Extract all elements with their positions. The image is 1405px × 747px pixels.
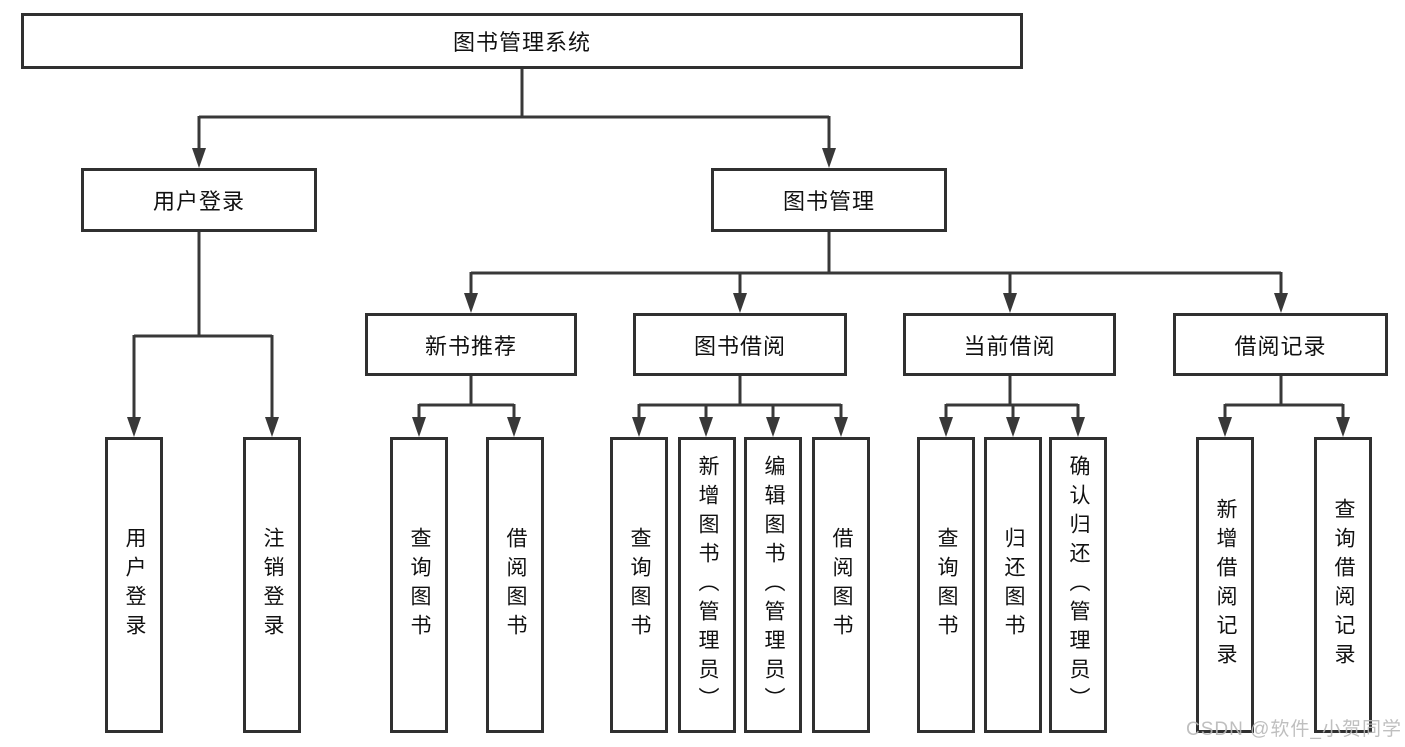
leaf-records-add-record: 新增借阅记录 — [1196, 437, 1254, 733]
leaf-borrow-borrow-books: 借阅图书 — [812, 437, 870, 733]
leaf-current-query-books: 查询图书 — [917, 437, 975, 733]
leaf-user-login: 用户登录 — [105, 437, 163, 733]
connector-new-book-children — [412, 376, 521, 437]
connector-root-to-level2 — [192, 69, 836, 168]
node-current-borrow: 当前借阅 — [903, 313, 1116, 376]
node-borrow-records: 借阅记录 — [1173, 313, 1388, 376]
node-user-login: 用户登录 — [81, 168, 317, 232]
node-book-borrow: 图书借阅 — [633, 313, 847, 376]
connector-book-mgmt-groups — [464, 232, 1288, 313]
leaf-newbook-borrow-books: 借阅图书 — [486, 437, 544, 733]
node-book-management: 图书管理 — [711, 168, 947, 232]
leaf-current-return-books: 归还图书 — [984, 437, 1042, 733]
connector-book-borrow-children — [632, 376, 848, 437]
leaf-borrow-add-books-admin: 新增图书（管理员） — [678, 437, 736, 733]
node-new-book-recommend: 新书推荐 — [365, 313, 577, 376]
leaf-borrow-edit-books-admin: 编辑图书（管理员） — [744, 437, 802, 733]
leaf-current-confirm-return-admin: 确认归还（管理员） — [1049, 437, 1107, 733]
connector-borrow-records-children — [1218, 376, 1350, 437]
leaf-records-query-record: 查询借阅记录 — [1314, 437, 1372, 733]
node-root-system: 图书管理系统 — [21, 13, 1023, 69]
connector-user-login-children — [127, 232, 279, 437]
leaf-borrow-query-books: 查询图书 — [610, 437, 668, 733]
connector-current-borrow-children — [939, 376, 1085, 437]
leaf-logout: 注销登录 — [243, 437, 301, 733]
csdn-watermark: CSDN @软件_小贺同学 — [1186, 719, 1402, 740]
leaf-newbook-query-books: 查询图书 — [390, 437, 448, 733]
